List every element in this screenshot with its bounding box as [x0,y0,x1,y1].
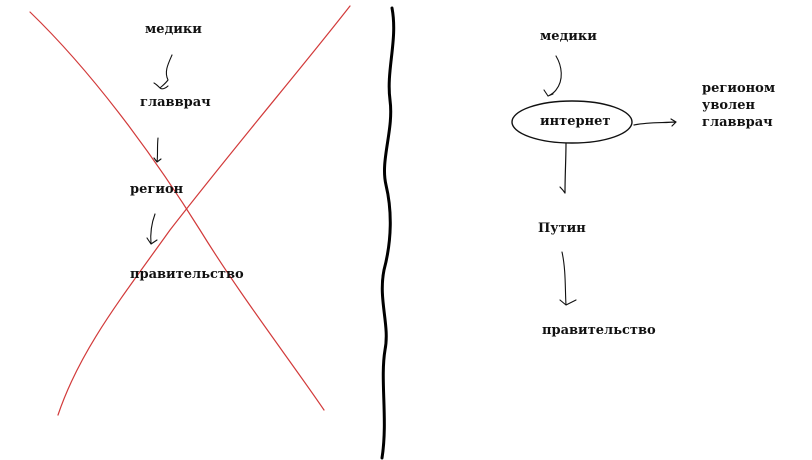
side-note-line-2: уволен [702,98,755,113]
node-medics-left: медики [145,22,202,37]
node-region-left: регион [130,182,184,197]
arrow-medics-to-internet [543,55,562,97]
arrow-internet-to-note [633,118,677,127]
node-government-left: правительство [130,267,244,282]
arrow-medics-to-chief [153,54,173,90]
cross-line-left-to-right [29,11,325,411]
node-medics-right: медики [540,29,597,44]
node-government-right: правительство [542,323,656,338]
side-note: регионом уволен главврач [702,80,775,131]
node-chief-left: главврач [140,95,211,110]
internet-ellipse [511,100,633,144]
side-note-line-3: главврач [702,115,773,130]
node-internet: интернет [540,114,611,129]
cross-line-right-to-left [57,5,351,416]
arrow-chief-to-region [153,137,162,163]
arrow-region-to-government [146,213,158,245]
arrow-putin-to-government [559,251,577,306]
vertical-divider [380,6,396,460]
node-putin: Путин [538,221,586,236]
arrow-internet-to-putin [559,142,567,194]
side-note-line-1: регионом [702,81,776,96]
